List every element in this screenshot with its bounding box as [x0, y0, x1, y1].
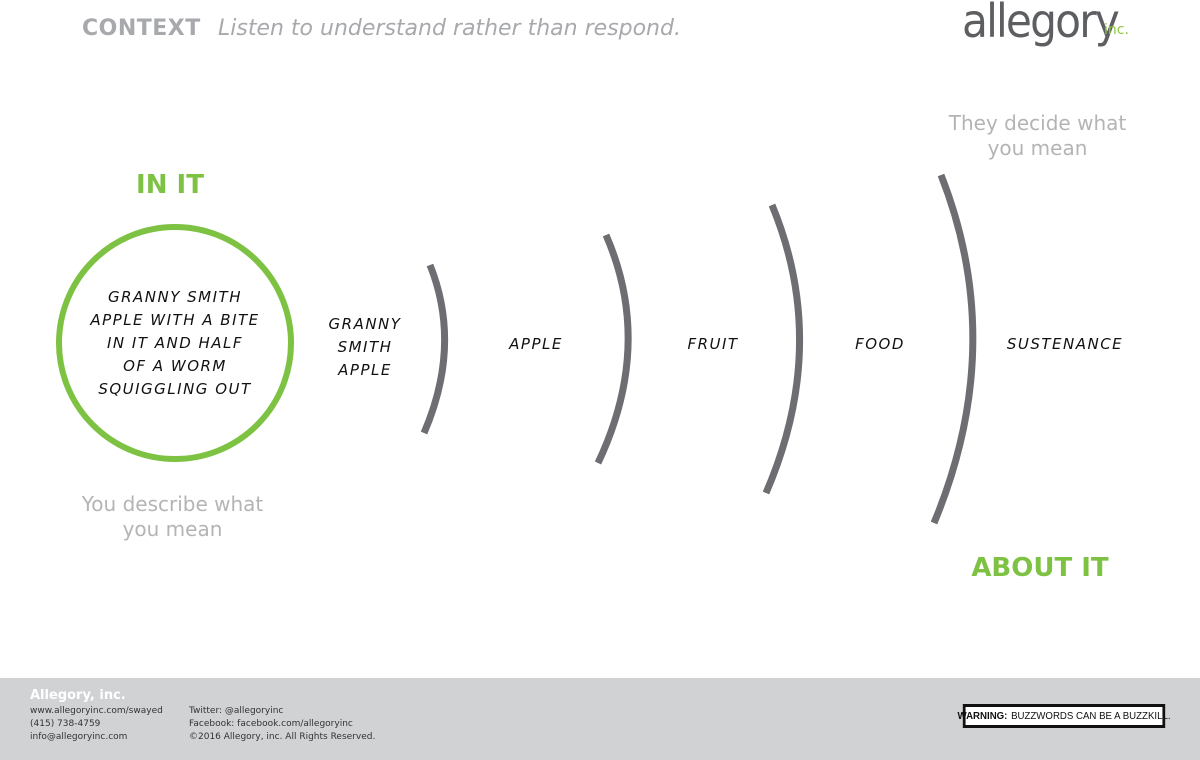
- label-line: Apple: [338, 361, 392, 379]
- warning-text: BUZZWORDS CAN BE A BUZZKILL.: [1011, 710, 1171, 722]
- circle-text-line: of a worm: [123, 356, 227, 375]
- tagline: Listen to understand rather than respond…: [218, 16, 681, 41]
- level-label-fruit: Fruit: [663, 333, 763, 356]
- label-line: Granny: [328, 315, 402, 333]
- arc-1: [420, 263, 449, 435]
- circle-text-line: Granny Smith: [107, 287, 242, 306]
- caption-line: They decide what: [948, 111, 1127, 135]
- level-label-food: Food: [830, 333, 930, 356]
- in-it-caption: You describe what you mean: [60, 492, 285, 542]
- phone-number: (415) 738-4759: [30, 719, 101, 729]
- arc-4: [930, 173, 977, 525]
- level-label-granny-smith-apple: Granny Smith Apple: [315, 313, 415, 382]
- abstraction-arcs: [420, 173, 977, 525]
- warning-badge: WARNING: BUZZWORDS CAN BE A BUZZKILL.: [957, 704, 1171, 728]
- copyright: ©2016 Allegory, inc. All Rights Reserved…: [189, 732, 376, 742]
- footer-contact: www.allegoryinc.com/swayed (415) 738-475…: [30, 705, 163, 744]
- label-line: Food: [855, 335, 905, 353]
- arc-2: [594, 233, 632, 465]
- level-label-apple: Apple: [486, 333, 586, 356]
- footer: Allegory, inc. www.allegoryinc.com/swaye…: [0, 678, 1200, 760]
- circle-text: Granny Smith apple with a bite in it and…: [75, 286, 275, 401]
- label-line: Apple: [509, 335, 563, 353]
- caption-line: you mean: [987, 136, 1088, 160]
- about-it-caption: They decide what you mean: [925, 111, 1150, 161]
- circle-text-line: in it and half: [106, 333, 244, 352]
- caption-line: you mean: [122, 517, 223, 541]
- logo-wordmark: allegory: [962, 0, 1120, 48]
- in-it-heading: IN IT: [136, 170, 204, 200]
- about-it-heading: ABOUT IT: [971, 553, 1109, 583]
- label-line: Smith: [337, 338, 393, 356]
- label-line: Fruit: [687, 335, 739, 353]
- arc-3: [762, 203, 803, 495]
- circle-text-line: squiggling out: [98, 379, 252, 398]
- footer-company: Allegory, inc.: [30, 688, 126, 703]
- caption-line: You describe what: [81, 492, 264, 516]
- logo-suffix: inc.: [1104, 22, 1129, 38]
- section-label: CONTEXT: [82, 16, 201, 41]
- label-line: Sustenance: [1006, 335, 1124, 353]
- warning-label: WARNING:: [957, 710, 1008, 722]
- level-label-sustenance: Sustenance: [995, 333, 1135, 356]
- specific-meaning-circle: Granny Smith apple with a bite in it and…: [56, 224, 294, 462]
- circle-text-line: apple with a bite: [90, 310, 260, 329]
- facebook-link[interactable]: Facebook: facebook.com/allegoryinc: [189, 719, 353, 729]
- website-link[interactable]: www.allegoryinc.com/swayed: [30, 706, 163, 716]
- footer-social: Twitter: @allegoryinc Facebook: facebook…: [189, 705, 375, 744]
- twitter-link[interactable]: Twitter: @allegoryinc: [189, 706, 284, 716]
- email-link[interactable]: info@allegoryinc.com: [30, 732, 128, 742]
